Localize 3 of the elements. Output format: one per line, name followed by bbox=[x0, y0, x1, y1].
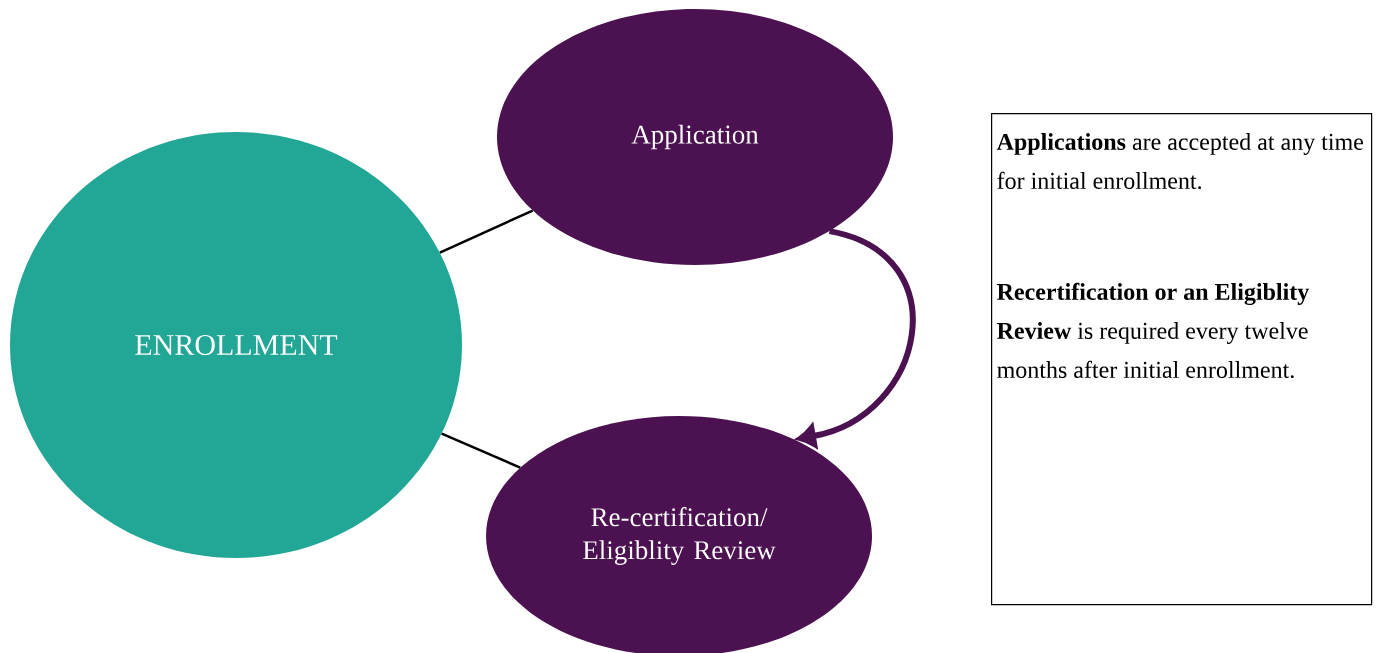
connector-line bbox=[439, 209, 534, 254]
connector-line bbox=[441, 432, 521, 469]
note-box: Applications are accepted at any time for initial enrollment. Recertification or an Eligiblity Review is required every twelve months after initial enrollment. bbox=[991, 113, 1373, 606]
